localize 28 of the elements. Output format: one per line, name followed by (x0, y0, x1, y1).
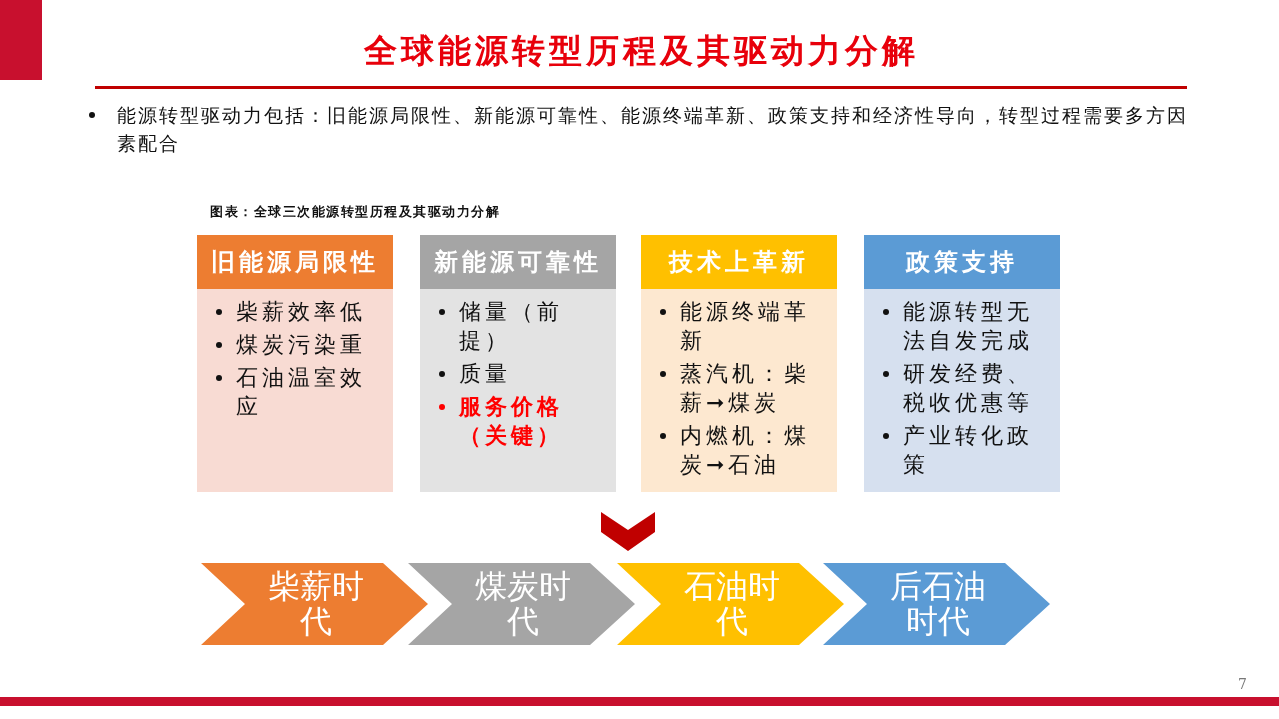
card-header: 新能源可靠性 (420, 235, 616, 289)
era-label: 柴薪时代 (267, 569, 365, 639)
bullet-item: 内燃机：煤炭➞石油 (680, 422, 811, 479)
bullet-item: 储量（前提） (459, 298, 564, 355)
bullet-item: 能源终端革新 (680, 298, 811, 355)
bullet-point: 能源转型驱动力包括：旧能源局限性、新能源可靠性、能源终端革新、政策支持和经济性导向，转型过程需要多方因素配合 (117, 103, 1189, 156)
era-label: 石油时代 (683, 569, 781, 639)
bullet-item: 产业转化政策 (903, 422, 1034, 479)
driver-card (197, 235, 393, 492)
bullet-item: 蒸汽机：柴薪➞煤炭 (680, 360, 811, 417)
bullet-item: 石油温室效应 (236, 364, 367, 421)
slide-title: 全球能源转型历程及其驱动力分解 (363, 30, 919, 72)
bullet-item: 研发经费、税收优惠等 (903, 360, 1034, 417)
driver-card (864, 235, 1060, 492)
bullet-item: 煤炭污染重 (236, 331, 367, 359)
bullet-item: 柴薪效率低 (236, 298, 367, 326)
card-header: 旧能源局限性 (197, 235, 393, 289)
driver-card (420, 235, 616, 492)
driver-card (641, 235, 837, 492)
bullet-item: 服务价格（关键） (459, 392, 564, 450)
bullet-item: 能源转型无法自发完成 (903, 298, 1034, 355)
card-header: 技术上革新 (641, 235, 837, 289)
page-number: 7 (1238, 675, 1247, 693)
era-label: 煤炭时代 (474, 569, 572, 639)
figure-caption: 图表：全球三次能源转型历程及其驱动力分解 (210, 203, 500, 221)
bullet-item: 质量 (459, 360, 512, 388)
card-header: 政策支持 (864, 235, 1060, 289)
era-label: 后石油时代 (889, 569, 987, 639)
